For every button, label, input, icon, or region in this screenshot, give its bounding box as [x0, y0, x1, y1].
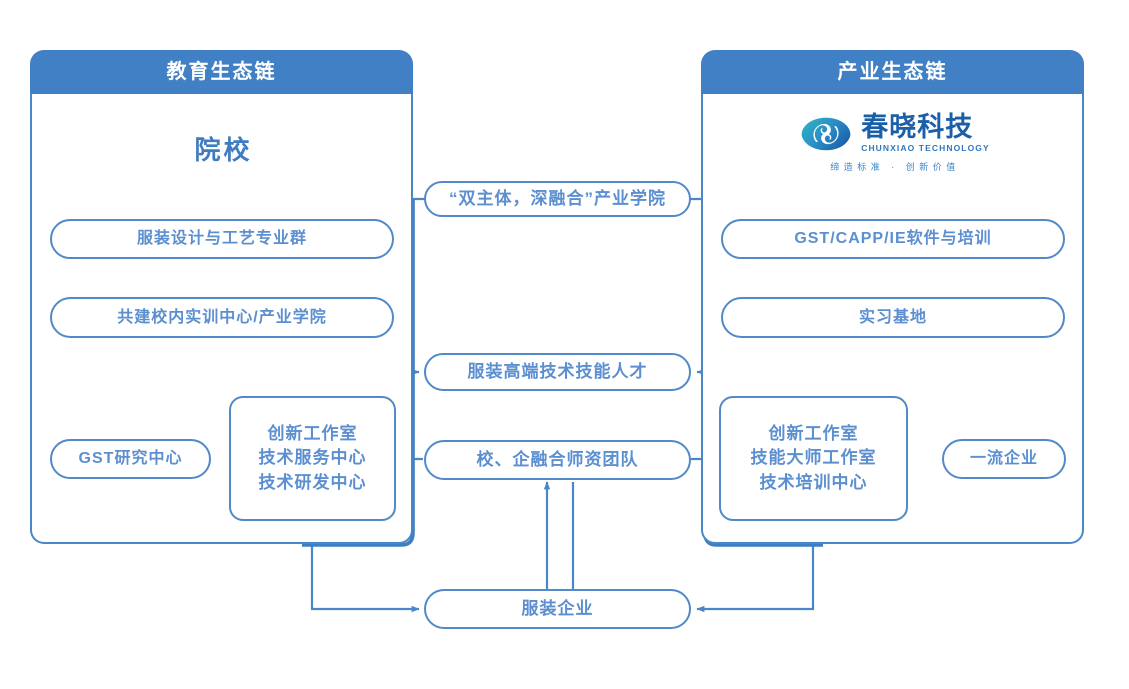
node-ind-studio-line2: 技能大师工作室 — [750, 448, 877, 468]
node-edu-gst-center-label: GST研究中心 — [78, 450, 183, 468]
node-ind-software-label: GST/CAPP/IE软件与培训 — [794, 230, 992, 248]
node-apparel-enterprise[interactable]: 服装企业 — [424, 589, 691, 629]
node-edu-major-group[interactable]: 服装设计与工艺专业群 — [50, 219, 394, 259]
node-edu-studio-line1: 创新工作室 — [267, 423, 358, 443]
node-faculty-team-label: 校、企融合师资团队 — [476, 449, 639, 469]
eye-leaf-logo-icon — [801, 117, 851, 150]
node-faculty-team[interactable]: 校、企融合师资团队 — [424, 440, 691, 480]
brand-slogan: 缔造标准 · 创新价值 — [830, 161, 960, 172]
brand-name-cn: 春晓科技 — [861, 112, 974, 143]
node-talent[interactable]: 服装高端技术技能人才 — [424, 353, 691, 391]
panel-industry-header: 产业生态链 — [701, 50, 1084, 94]
node-ind-top-enterprise-label: 一流企业 — [969, 450, 1038, 468]
node-edu-major-group-label: 服装设计与工艺专业群 — [136, 230, 307, 248]
node-industry-college[interactable]: “双主体，深融合”产业学院 — [424, 181, 691, 217]
node-industry-college-label: “双主体，深融合”产业学院 — [449, 188, 666, 208]
node-talent-label: 服装高端技术技能人才 — [467, 361, 648, 381]
node-ind-internship[interactable]: 实习基地 — [721, 297, 1065, 338]
node-edu-studio-line2: 技术服务中心 — [258, 448, 367, 468]
node-ind-studio-line3: 技术培训中心 — [759, 472, 868, 492]
node-ind-internship-label: 实习基地 — [858, 308, 927, 326]
node-ind-studio[interactable]: 创新工作室 技能大师工作室 技术培训中心 — [719, 396, 908, 521]
panel-education-header: 教育生态链 — [30, 50, 413, 94]
node-edu-studio-line3: 技术研发中心 — [258, 472, 367, 492]
node-ind-software[interactable]: GST/CAPP/IE软件与培训 — [721, 219, 1065, 259]
node-apparel-enterprise-label: 服装企业 — [521, 598, 594, 618]
node-edu-gst-center[interactable]: GST研究中心 — [50, 439, 211, 479]
node-ind-top-enterprise[interactable]: 一流企业 — [942, 439, 1066, 479]
panel-education-title: 院校 — [194, 135, 253, 165]
node-ind-studio-line1: 创新工作室 — [768, 423, 859, 443]
node-edu-training-center-label: 共建校内实训中心/产业学院 — [117, 308, 327, 326]
brand-logo: 春晓科技 CHUNXIAO TECHNOLOGY 缔造标准 · 创新价值 — [790, 112, 1000, 174]
node-edu-training-center[interactable]: 共建校内实训中心/产业学院 — [50, 297, 394, 338]
node-edu-studio[interactable]: 创新工作室 技术服务中心 技术研发中心 — [229, 396, 396, 521]
brand-name-en: CHUNXIAO TECHNOLOGY — [861, 143, 990, 154]
